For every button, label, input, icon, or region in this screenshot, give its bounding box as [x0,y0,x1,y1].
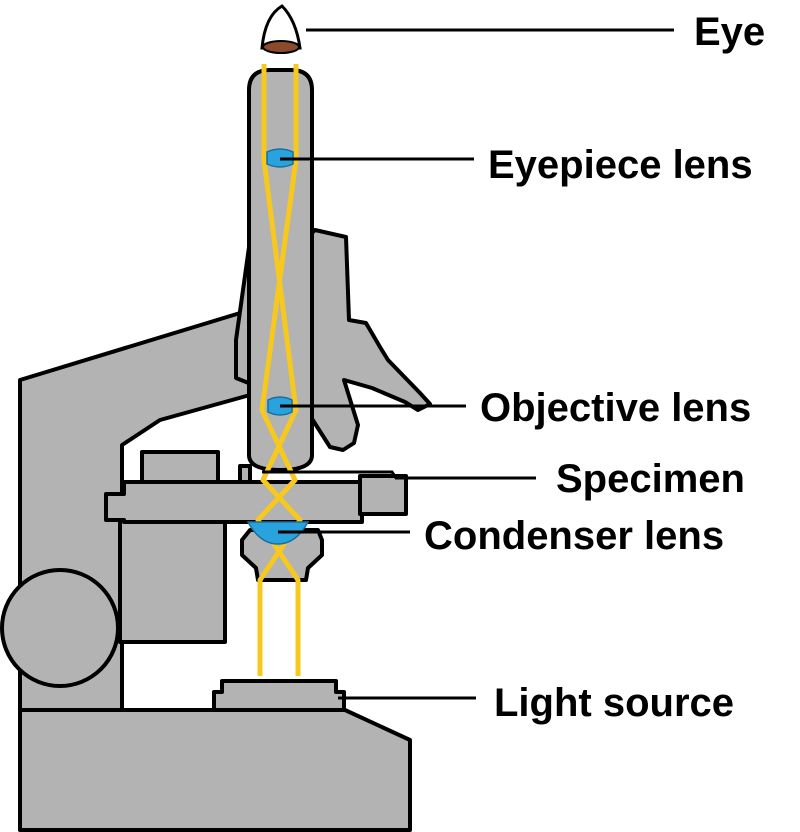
light-source-lamp [212,679,346,712]
stage-knob [358,474,408,516]
label-objective-lens: Objective lens [480,386,751,430]
leader-specimen [262,470,536,480]
microscope-base [18,708,412,832]
light-ray-left [257,64,303,676]
label-light-source: Light source [494,681,734,725]
label-eye: Eye [694,10,765,54]
label-eyepiece-lens: Eyepiece lens [488,143,753,187]
stage [104,480,364,524]
focus-knob [0,568,120,688]
stage-clip [140,450,220,484]
stage-support [118,513,227,644]
label-specimen: Specimen [556,457,745,501]
label-condenser-lens: Condenser lens [424,514,724,558]
stage-clip-post [238,464,252,484]
eye-pupil [262,40,300,54]
eye-icon [260,4,302,50]
